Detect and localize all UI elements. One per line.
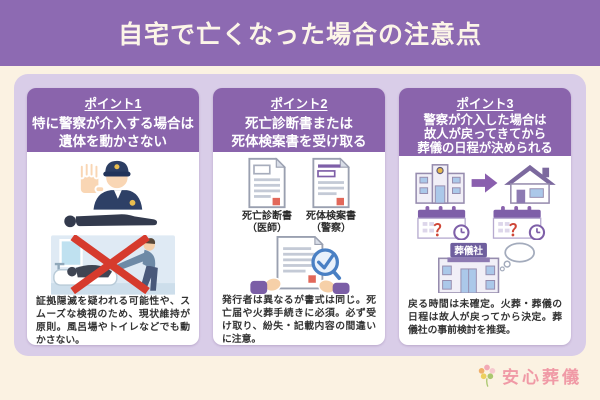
undecided-calendars-illustration: ？ ？: [417, 205, 546, 240]
point-2-title: 死亡診断書または 死体検案書を受け取る: [231, 116, 367, 149]
postmortem-certificate-label: 死体検案書 （警察）: [306, 211, 356, 234]
arrow-right-icon: [471, 173, 498, 193]
card-point-1: ポイント1 特に警察が介入する場合は 遺体を動かさない: [27, 88, 199, 345]
point-1-title: 特に警察が介入する場合は 遺体を動かさない: [32, 116, 194, 149]
card-1-header: ポイント1 特に警察が介入する場合は 遺体を動かさない: [27, 88, 199, 152]
postmortem-certificate-icon: [312, 157, 350, 209]
police-station-icon: [415, 163, 465, 204]
thought-bubble-icon: [499, 242, 535, 272]
funeral-home-illustration: 葬儀社: [438, 242, 535, 293]
police-to-home-illustration: [415, 163, 556, 204]
death-certificate-icon: [248, 157, 286, 209]
card-2-body: 死亡診断書 （医師）: [213, 152, 385, 345]
card-2-header: ポイント2 死亡診断書または 死体検案書を受け取る: [213, 88, 385, 152]
svg-text:？: ？: [509, 221, 525, 239]
svg-text:？: ？: [434, 221, 450, 239]
point-3-description: 戻る時間は未確定。火葬・葬儀の日程は故人が戻ってから決定。葬儀社の事前検討を推奨…: [408, 299, 562, 336]
card-1-body: 証拠隠滅を疑われる可能性や、スムーズな検視のため、現状維持が原則。風呂場やトイレ…: [27, 152, 199, 345]
certificates-row: 死亡診断書 （医師）: [242, 157, 356, 234]
points-panel: ポイント1 特に警察が介入する場合は 遺体を動かさない: [14, 74, 586, 356]
house-icon: [504, 164, 556, 204]
document-check-illustration: [250, 236, 350, 294]
page-title: 自宅で亡くなった場合の注意点: [117, 21, 482, 49]
check-magnifier-icon: [311, 248, 342, 280]
calendar-question-icon: ？: [417, 205, 470, 240]
faucet-icon: [54, 262, 65, 270]
flower-icon: [478, 364, 496, 387]
point-1-badge: ポイント1: [84, 97, 142, 111]
lying-body-silhouette: [64, 214, 158, 228]
right-hand: [318, 279, 350, 294]
point-2-badge: ポイント2: [270, 97, 328, 111]
funeral-home-sign: 葬儀社: [454, 245, 483, 257]
page-header: 自宅で亡くなった場合の注意点: [0, 0, 600, 66]
postmortem-certificate-item: 死体検案書 （警察）: [306, 157, 356, 234]
card-3-header: ポイント3 警察が介入した場合は 故人が戻ってきてから 葬儀の日程が決められる: [399, 88, 571, 156]
death-certificate-label: 死亡診断書 （医師）: [242, 211, 292, 234]
brand-logo: 安心葬儀: [477, 362, 582, 388]
death-certificate-item: 死亡診断書 （医師）: [242, 157, 292, 234]
point-2-description: 発行者は異なるが書式は同じ。死亡届や火葬手続きに必須。必ず受け取り、紛失・記載内…: [222, 295, 376, 345]
point-3-badge: ポイント3: [456, 97, 514, 111]
stop-hand-icon: [78, 161, 106, 195]
point-1-description: 証拠隠滅を疑われる可能性や、スムーズな検視のため、現状維持が原則。風呂場やトイレ…: [36, 296, 190, 345]
funeral-home-icon: 葬儀社: [438, 242, 500, 293]
card-point-2: ポイント2 死亡診断書または 死体検案書を受け取る: [213, 88, 385, 345]
calendar-question-icon: ？: [492, 205, 546, 240]
card-point-3: ポイント3 警察が介入した場合は 故人が戻ってきてから 葬儀の日程が決められる: [399, 88, 571, 345]
bathroom-no-move-illustration: [51, 235, 175, 295]
person-moving-body: [113, 238, 158, 291]
left-hand: [250, 277, 282, 294]
police-stop-illustration: [64, 160, 158, 228]
card-3-body: ？ ？: [399, 156, 571, 345]
prohibit-cross-icon: [70, 235, 150, 295]
brand-logo-text: 安心葬儀: [502, 367, 582, 387]
point-3-title: 警察が介入した場合は 故人が戻ってきてから 葬儀の日程が決められる: [417, 113, 553, 156]
